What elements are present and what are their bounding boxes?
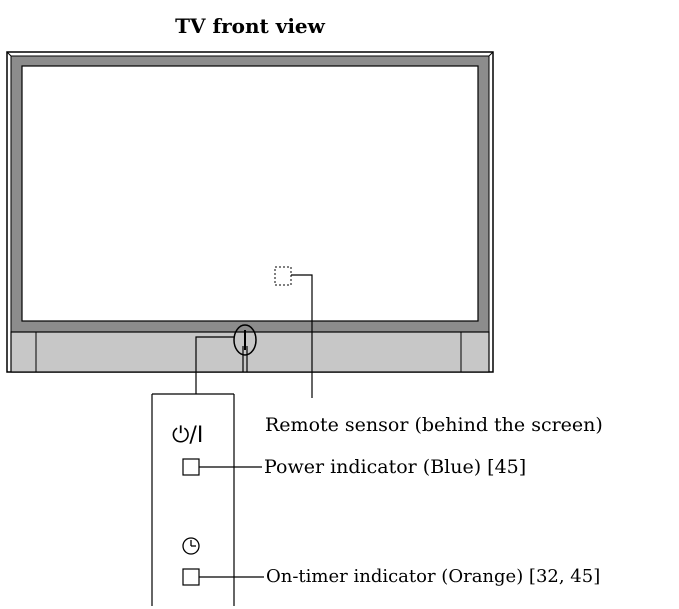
tv-body — [6, 51, 494, 373]
indicator-panel — [151, 393, 235, 606]
tv-screen — [21, 65, 479, 322]
indicator-highlight — [233, 324, 257, 356]
power-indicator-label: Power indicator (Blue) [45] — [264, 456, 527, 478]
remote-sensor-leader-line — [291, 274, 313, 398]
clock-icon — [182, 537, 200, 555]
indicator-leader-line — [195, 336, 234, 394]
power-indicator-light — [182, 458, 200, 476]
diagram-title: TV front view — [175, 14, 325, 38]
remote-sensor-label: Remote sensor (behind the screen) — [265, 414, 603, 436]
power-icon: ⏻/I — [172, 423, 203, 448]
speaker-bar — [10, 331, 490, 373]
on-timer-indicator-light — [182, 568, 200, 586]
remote-sensor-marker — [274, 266, 292, 286]
on-timer-indicator-label: On-timer indicator (Orange) [32, 45] — [266, 566, 601, 587]
